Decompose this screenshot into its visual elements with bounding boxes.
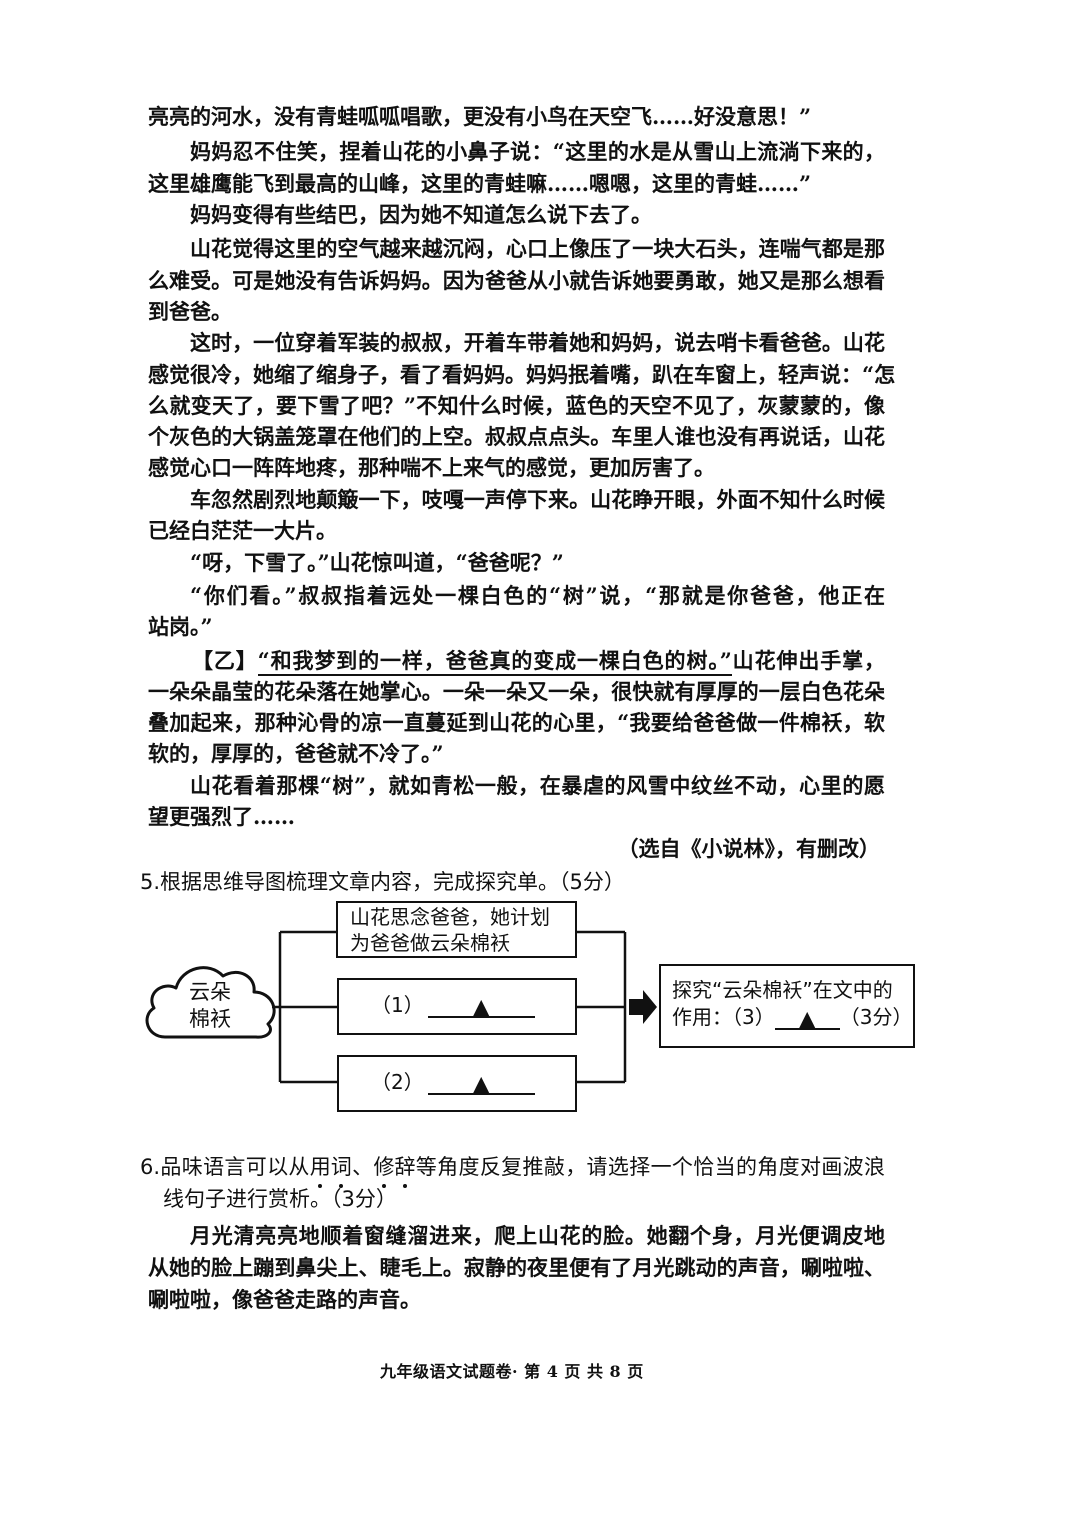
passage-line: 感觉很冷，她缩了缩身子，看了看妈妈。妈妈抿着嘴，趴在车窗上，轻声说：“怎 [148,362,896,387]
question-6-prompt-line1: 6.品味语言可以从用词、修辞等角度反复推敲，请选择一个恰当的角度对画波浪 [140,1152,885,1188]
passage-line: 妈妈忍不住笑，捏着山花的小鼻子说：“这里的水是从雪山上流淌下来的， [190,139,885,164]
question-5-prompt: 5.根据思维导图梳理文章内容，完成探究单。（5分） [140,870,625,894]
right-arrow-icon [629,990,657,1024]
passage-line: 亮亮的河水，没有青蛙呱呱唱歌，更没有小鸟在天空飞……好没意思！” [148,104,812,129]
passage-line: 软的，厚厚的，爸爸就不冷了。” [148,741,444,766]
passage-line: 感觉心口一阵阵地疼，那种喘不上来气的感觉，更加厉害了。 [148,455,715,480]
answer-blank-3[interactable]: ▲ [774,1004,840,1032]
passage-line: 山花觉得这里的空气越来越沉闷，心口上像压了一块大石头，连喘气都是那 [190,236,885,261]
result-line2: 作用：（3） ▲ （3分） [672,1004,913,1032]
passage-source: （选自《小说林》，有删改） [617,837,881,861]
question-6-excerpt-line: 月光清亮亮地顺着窗缝溜进来，爬上山花的脸。她翻个身，月光便调皮地 [190,1223,885,1248]
result-prefix: 作用：（3） [672,1005,775,1029]
mind-map-center: 云朵 棉袄 [170,979,250,1033]
passage-line: 站岗。” [148,614,213,639]
triangle-marker-icon: ▲ [798,1007,816,1032]
passage-line: 么就变天了，要下雪了吧？”不知什么时候，蓝色的天空不见了，灰蒙蒙的，像 [148,393,885,418]
passage-line: 一朵朵晶莹的花朵落在她掌心。一朵一朵又一朵，很快就有厚厚的一层白色花朵 [148,679,885,704]
passage-line: 望更强烈了…… [148,804,295,829]
passage-text: 山花伸出手掌， [731,648,885,673]
blank-label-2: （2） [371,1070,424,1094]
mind-map-branch-2: （1） ▲ [337,978,577,1035]
result-points: （3分） [839,1005,913,1029]
question-6-prompt-line2: 线句子进行赏析。（3分） [163,1187,397,1211]
passage-line: 个灰色的大锅盖笼罩在他们的上空。叔叔点点头。车里人谁也没有再说话，山花 [148,424,885,449]
underlined-sentence: “和我梦到的一样，爸爸真的变成一棵白色的树。” [257,648,732,676]
passage-line: 妈妈变得有些结巴，因为她不知道怎么说下去了。 [190,202,652,227]
prompt-text: 等角度反复推敲，请选择一个恰当的角度对画波浪 [415,1155,885,1179]
passage-line: 么难受。可是她没有告诉妈妈。因为爸爸从小就告诉她要勇敢，她又是那么想看 [148,268,885,293]
question-6-excerpt-line: 从她的脸上蹦到鼻尖上、睫毛上。寂静的夜里便有了月光跳动的声音，唰啦啦、 [148,1255,885,1280]
triangle-marker-icon: ▲ [472,995,490,1020]
mind-map-branch-1: 山花思念爸爸，她计划 为爸爸做云朵棉袄 [336,901,577,958]
blank-label-1: （1） [371,993,424,1017]
passage-line: “呀，下雪了。”山花惊叫道，“爸爸呢？” [190,550,564,575]
passage-line: 叠加起来，那种沁骨的凉一直蔓延到山花的心里，“我要给爸爸做一件棉袄，软 [148,710,885,735]
passage-line: 这时，一位穿着军装的叔叔，开着车带着她和妈妈，说去哨卡看爸爸。山花 [190,330,885,355]
emphasis-char: 修 [373,1152,394,1188]
center-label-line2: 棉袄 [189,1007,231,1031]
center-label-line1: 云朵 [189,980,231,1004]
prompt-text: 、 [351,1155,374,1179]
branch-1-line1: 山花思念爸爸，她计划 [350,905,550,929]
emphasis-char: 词 [331,1152,352,1188]
question-6-excerpt-line: 唰啦啦，像爸爸走路的声音。 [148,1287,421,1312]
passage-line: 到爸爸。 [148,299,232,324]
branch-3-content: （2） ▲ [371,1069,535,1097]
branch-2-content: （1） ▲ [371,992,535,1020]
passage-line: 车忽然剧烈地颠簸一下，吱嘎一声停下来。山花睁开眼，外面不知什么时候 [190,487,885,512]
mind-map-branch-3: （2） ▲ [337,1055,577,1112]
emphasis-char: 用 [310,1152,331,1188]
mind-map-result: 探究“云朵棉袄”在文中的 作用：（3） ▲ （3分） [659,964,915,1048]
section-marker-yi: 【乙】 [192,648,258,673]
answer-blank-2[interactable]: ▲ [427,1069,535,1097]
passage-line: “你们看。”叔叔指着远处一棵白色的“树”说，“那就是你爸爸，他正在 [190,583,885,608]
passage-line: 山花看着那棵“树”，就如青松一般，在暴虐的风雪中纹丝不动，心里的愿 [190,773,885,798]
passage-line: 这里雄鹰能飞到最高的山峰，这里的青蛙嘛……嗯嗯，这里的青蛙……” [148,171,812,196]
result-line1: 探究“云朵棉袄”在文中的 [672,978,893,1002]
branch-1-line2: 为爸爸做云朵棉袄 [350,931,510,955]
passage-line: 已经白茫茫一大片。 [148,518,337,543]
triangle-marker-icon: ▲ [472,1072,490,1097]
passage-line-yi: 【乙】“和我梦到的一样，爸爸真的变成一棵白色的树。”山花伸出手掌， [192,646,885,676]
prompt-text: 6.品味语言可以从 [140,1155,310,1179]
answer-blank-1[interactable]: ▲ [427,992,535,1020]
page-footer: 九年级语文试题卷· 第 4 页 共 8 页 [380,1362,644,1381]
emphasis-char: 辞 [394,1152,415,1188]
